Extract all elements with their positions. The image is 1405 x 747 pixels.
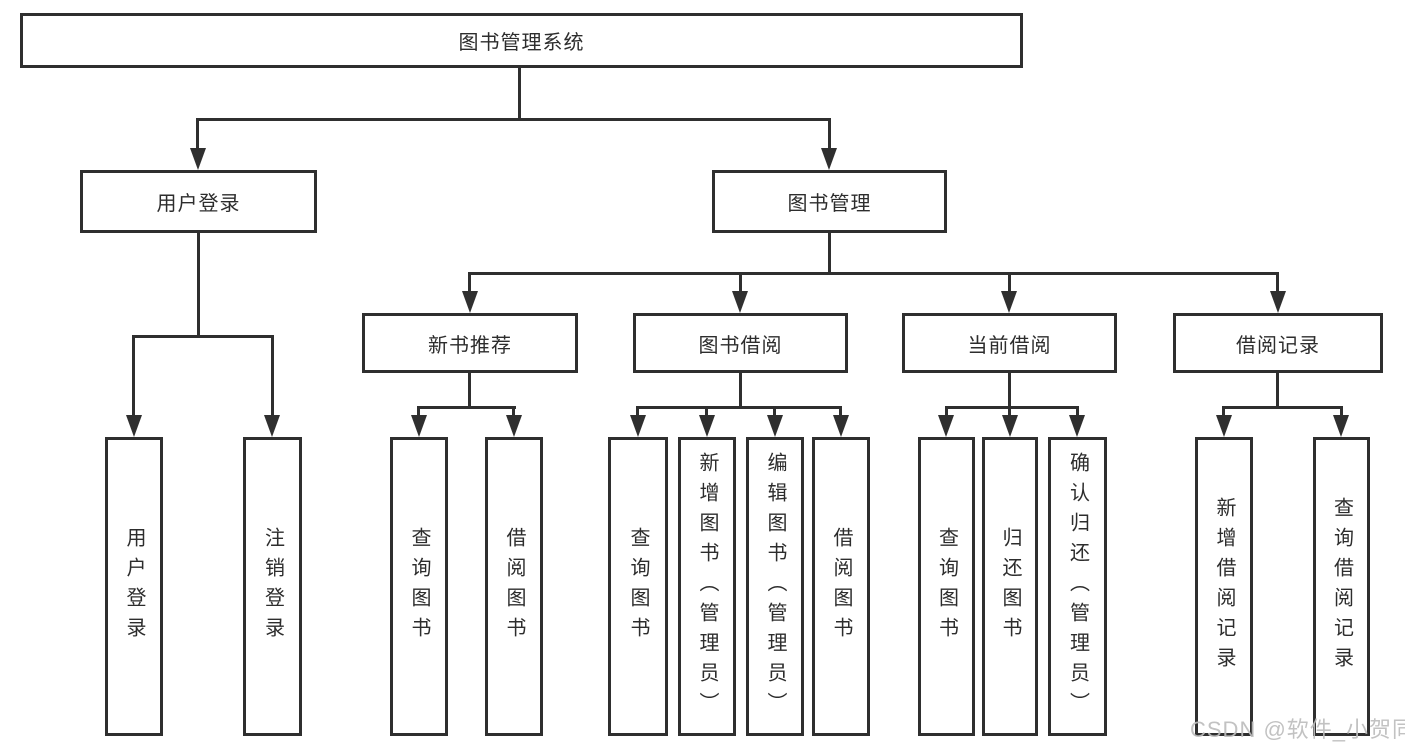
arrowhead-down-icon: [732, 291, 748, 313]
leaf-query-books-borrow: 查询图书: [608, 437, 668, 736]
node-new-book-recommend-label: 新书推荐: [428, 334, 512, 357]
node-borrow-record-label: 借阅记录: [1236, 334, 1320, 357]
leaf-query-books-current: 查询图书: [918, 437, 975, 736]
leaf-user-login: 用户登录: [105, 437, 163, 736]
arrowhead-down-icon: [1333, 415, 1349, 437]
leaf-confirm-return-admin: 确认归还（管理员）: [1048, 437, 1107, 736]
leaf-edit-book-admin-label: 编辑图书（管理员）: [764, 451, 786, 722]
v-line: [828, 118, 831, 150]
arrowhead-down-icon: [1216, 415, 1232, 437]
arrowhead-down-icon: [190, 148, 206, 170]
node-new-book-recommend: 新书推荐: [362, 313, 578, 373]
leaf-query-borrow-record-label: 查询借阅记录: [1330, 496, 1353, 677]
v-line: [132, 335, 135, 417]
v-line: [1008, 272, 1011, 293]
arrowhead-down-icon: [1001, 291, 1017, 313]
leaf-return-book: 归还图书: [982, 437, 1038, 736]
arrowhead-down-icon: [1270, 291, 1286, 313]
node-book-borrow: 图书借阅: [633, 313, 848, 373]
arrowhead-down-icon: [630, 415, 646, 437]
h-line: [417, 406, 516, 409]
leaf-edit-book-admin: 编辑图书（管理员）: [746, 437, 804, 736]
v-line: [468, 272, 471, 293]
node-book-borrow-label: 图书借阅: [698, 334, 783, 357]
h-line: [636, 406, 842, 409]
leaf-confirm-return-admin-label: 确认归还（管理员）: [1066, 451, 1089, 722]
v-line: [1008, 406, 1011, 417]
h-line: [1222, 406, 1343, 409]
node-root-label: 图书管理系统: [458, 32, 585, 54]
h-line: [132, 335, 274, 338]
arrowhead-down-icon: [1069, 415, 1085, 437]
leaf-logout-login-label: 注销登录: [261, 526, 284, 647]
v-line: [512, 406, 515, 417]
leaf-query-books-recommend: 查询图书: [390, 437, 448, 736]
node-user-login-label: 用户登录: [156, 193, 241, 215]
leaf-borrow-books-recommend-label: 借阅图书: [503, 526, 525, 647]
arrowhead-down-icon: [699, 415, 715, 437]
v-line: [828, 233, 831, 272]
v-line: [739, 373, 742, 406]
leaf-borrow-books-recommend: 借阅图书: [485, 437, 543, 736]
v-line: [1340, 406, 1343, 417]
arrowhead-down-icon: [821, 148, 837, 170]
leaf-return-book-label: 归还图书: [999, 526, 1021, 647]
h-line: [945, 406, 1079, 409]
leaf-query-books-borrow-label: 查询图书: [627, 526, 649, 647]
arrowhead-down-icon: [411, 415, 427, 437]
node-current-borrow: 当前借阅: [902, 313, 1117, 373]
leaf-query-borrow-record: 查询借阅记录: [1313, 437, 1370, 736]
v-line: [773, 406, 776, 417]
leaf-borrow-books-borrow: 借阅图书: [812, 437, 870, 736]
v-line: [839, 406, 842, 417]
arrowhead-down-icon: [506, 415, 522, 437]
v-line: [271, 335, 274, 417]
node-book-management: 图书管理: [712, 170, 947, 233]
h-line: [468, 272, 1279, 275]
v-line: [196, 118, 199, 150]
v-line: [468, 373, 471, 406]
node-user-login: 用户登录: [80, 170, 317, 233]
v-line: [197, 233, 200, 335]
v-line: [1076, 406, 1079, 417]
leaf-add-borrow-record-label: 新增借阅记录: [1213, 496, 1235, 677]
leaf-add-book-admin-label: 新增图书（管理员）: [696, 451, 718, 722]
arrowhead-down-icon: [462, 291, 478, 313]
v-line: [705, 406, 708, 417]
leaf-user-login-label: 用户登录: [123, 526, 145, 647]
v-line: [1276, 373, 1279, 406]
arrowhead-down-icon: [833, 415, 849, 437]
arrowhead-down-icon: [126, 415, 142, 437]
arrowhead-down-icon: [1002, 415, 1018, 437]
node-current-borrow-label: 当前借阅: [967, 334, 1052, 357]
leaf-logout-login: 注销登录: [243, 437, 302, 736]
arrowhead-down-icon: [264, 415, 280, 437]
node-book-management-label: 图书管理: [787, 193, 872, 215]
node-root: 图书管理系统: [20, 13, 1023, 68]
leaf-query-books-current-label: 查询图书: [935, 526, 958, 647]
leaf-add-borrow-record: 新增借阅记录: [1195, 437, 1253, 736]
v-line: [1222, 406, 1225, 417]
arrowhead-down-icon: [767, 415, 783, 437]
h-line: [196, 118, 831, 121]
v-line: [1008, 373, 1011, 406]
node-borrow-record: 借阅记录: [1173, 313, 1383, 373]
csdn-watermark: CSDN @软件_小贺同学: [1190, 717, 1405, 742]
leaf-add-book-admin: 新增图书（管理员）: [678, 437, 736, 736]
v-line: [518, 68, 521, 118]
v-line: [417, 406, 420, 417]
leaf-query-books-recommend-label: 查询图书: [408, 526, 430, 647]
arrowhead-down-icon: [938, 415, 954, 437]
v-line: [945, 406, 948, 417]
leaf-borrow-books-borrow-label: 借阅图书: [830, 526, 852, 647]
v-line: [636, 406, 639, 417]
v-line: [1276, 272, 1279, 293]
v-line: [739, 272, 742, 293]
